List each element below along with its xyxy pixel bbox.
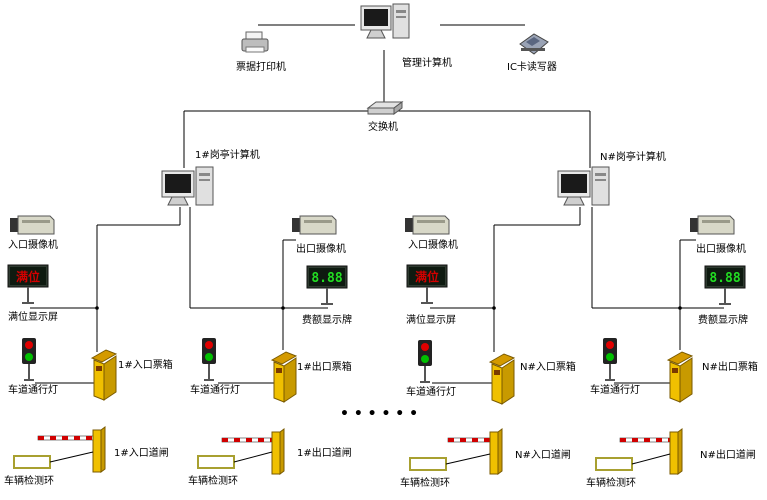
gate-label: 1#入口道闸 — [114, 446, 169, 459]
switch-label: 交换机 — [368, 120, 398, 133]
detection-loop-icon — [595, 453, 671, 471]
ticket-box-icon — [488, 353, 516, 405]
camera-icon — [405, 215, 450, 235]
ticket-box-label: 1#入口票箱 — [118, 358, 173, 371]
ticket-box-icon — [90, 349, 118, 401]
barrier-gate-icon — [221, 428, 285, 475]
ticket-box-label: N#出口票箱 — [702, 360, 758, 373]
sign-text: 8.88 — [311, 271, 342, 286]
loop-label: 车辆检测环 — [4, 474, 54, 487]
network-switch-icon — [366, 101, 404, 115]
card-reader-icon — [519, 33, 549, 55]
barrier-gate-icon — [37, 426, 106, 473]
sign-label: 满位显示屏 — [406, 313, 456, 326]
booth-1-computer-label: 1#岗亭计算机 — [195, 148, 260, 161]
loop-label: 车辆检测环 — [400, 476, 450, 489]
gate-label: N#出口道闸 — [700, 448, 756, 461]
camera-label: 出口摄像机 — [696, 242, 746, 255]
computer-icon — [557, 166, 610, 206]
light-label: 车道通行灯 — [590, 383, 640, 396]
camera-icon — [10, 215, 55, 235]
traffic-light-icon — [202, 338, 216, 381]
sign-label: 费额显示牌 — [302, 313, 352, 326]
led-display-icon: 8.88 — [306, 265, 348, 305]
traffic-light-icon — [603, 338, 617, 381]
loop-label: 车辆检测环 — [188, 474, 238, 487]
barrier-arm — [221, 437, 276, 443]
barrier-arm — [447, 437, 491, 443]
gate-label: 1#出口道闸 — [297, 446, 352, 459]
barrier-arm — [619, 437, 674, 443]
ellipsis: • • • • • • — [340, 406, 418, 422]
gate-label: N#入口道闸 — [515, 448, 571, 461]
led-display-icon: 满位 — [7, 264, 49, 304]
sign-label: 费额显示牌 — [698, 313, 748, 326]
ticket-box-label: N#入口票箱 — [520, 360, 576, 373]
traffic-light-icon — [418, 340, 432, 383]
led-display-icon: 满位 — [406, 264, 448, 304]
ticket-box-icon — [270, 351, 298, 403]
sign-text: 满位 — [415, 269, 439, 284]
booth-n: N#岗亭计算机 — [557, 150, 666, 206]
light-label: 车道通行灯 — [190, 383, 240, 396]
printer-label: 票据打印机 — [236, 60, 286, 73]
ic-reader-label: IC卡读写器 — [507, 60, 557, 73]
barrier-arm — [37, 435, 94, 441]
camera-label: 入口摄像机 — [408, 238, 458, 251]
sign-label: 满位显示屏 — [8, 310, 58, 323]
camera-icon — [690, 215, 735, 235]
computer-icon — [360, 3, 410, 39]
ticket-box-label: 1#出口票箱 — [297, 360, 352, 373]
sign-text: 8.88 — [709, 271, 740, 286]
management-computer-label: 管理计算机 — [402, 56, 452, 69]
led-display-icon: 8.88 — [704, 265, 746, 305]
booth-n-computer-label: N#岗亭计算机 — [600, 150, 666, 163]
camera-icon — [292, 215, 337, 235]
loop-label: 车辆检测环 — [586, 476, 636, 489]
traffic-light-icon — [22, 338, 36, 381]
ticket-box-icon — [666, 351, 694, 403]
detection-loop-icon — [197, 451, 273, 469]
sign-text: 满位 — [16, 269, 40, 284]
printer-icon — [241, 31, 269, 53]
barrier-gate-icon — [619, 428, 683, 475]
barrier-gate-icon — [447, 428, 503, 475]
detection-loop-icon — [13, 451, 94, 469]
camera-label: 出口摄像机 — [296, 242, 346, 255]
booth-1: 1#岗亭计算机 — [161, 148, 260, 206]
light-label: 车道通行灯 — [8, 383, 58, 396]
camera-label: 入口摄像机 — [8, 238, 58, 251]
detection-loop-icon — [409, 453, 491, 471]
light-label: 车道通行灯 — [406, 385, 456, 398]
computer-icon — [161, 166, 214, 206]
lane-wiring — [30, 207, 724, 384]
